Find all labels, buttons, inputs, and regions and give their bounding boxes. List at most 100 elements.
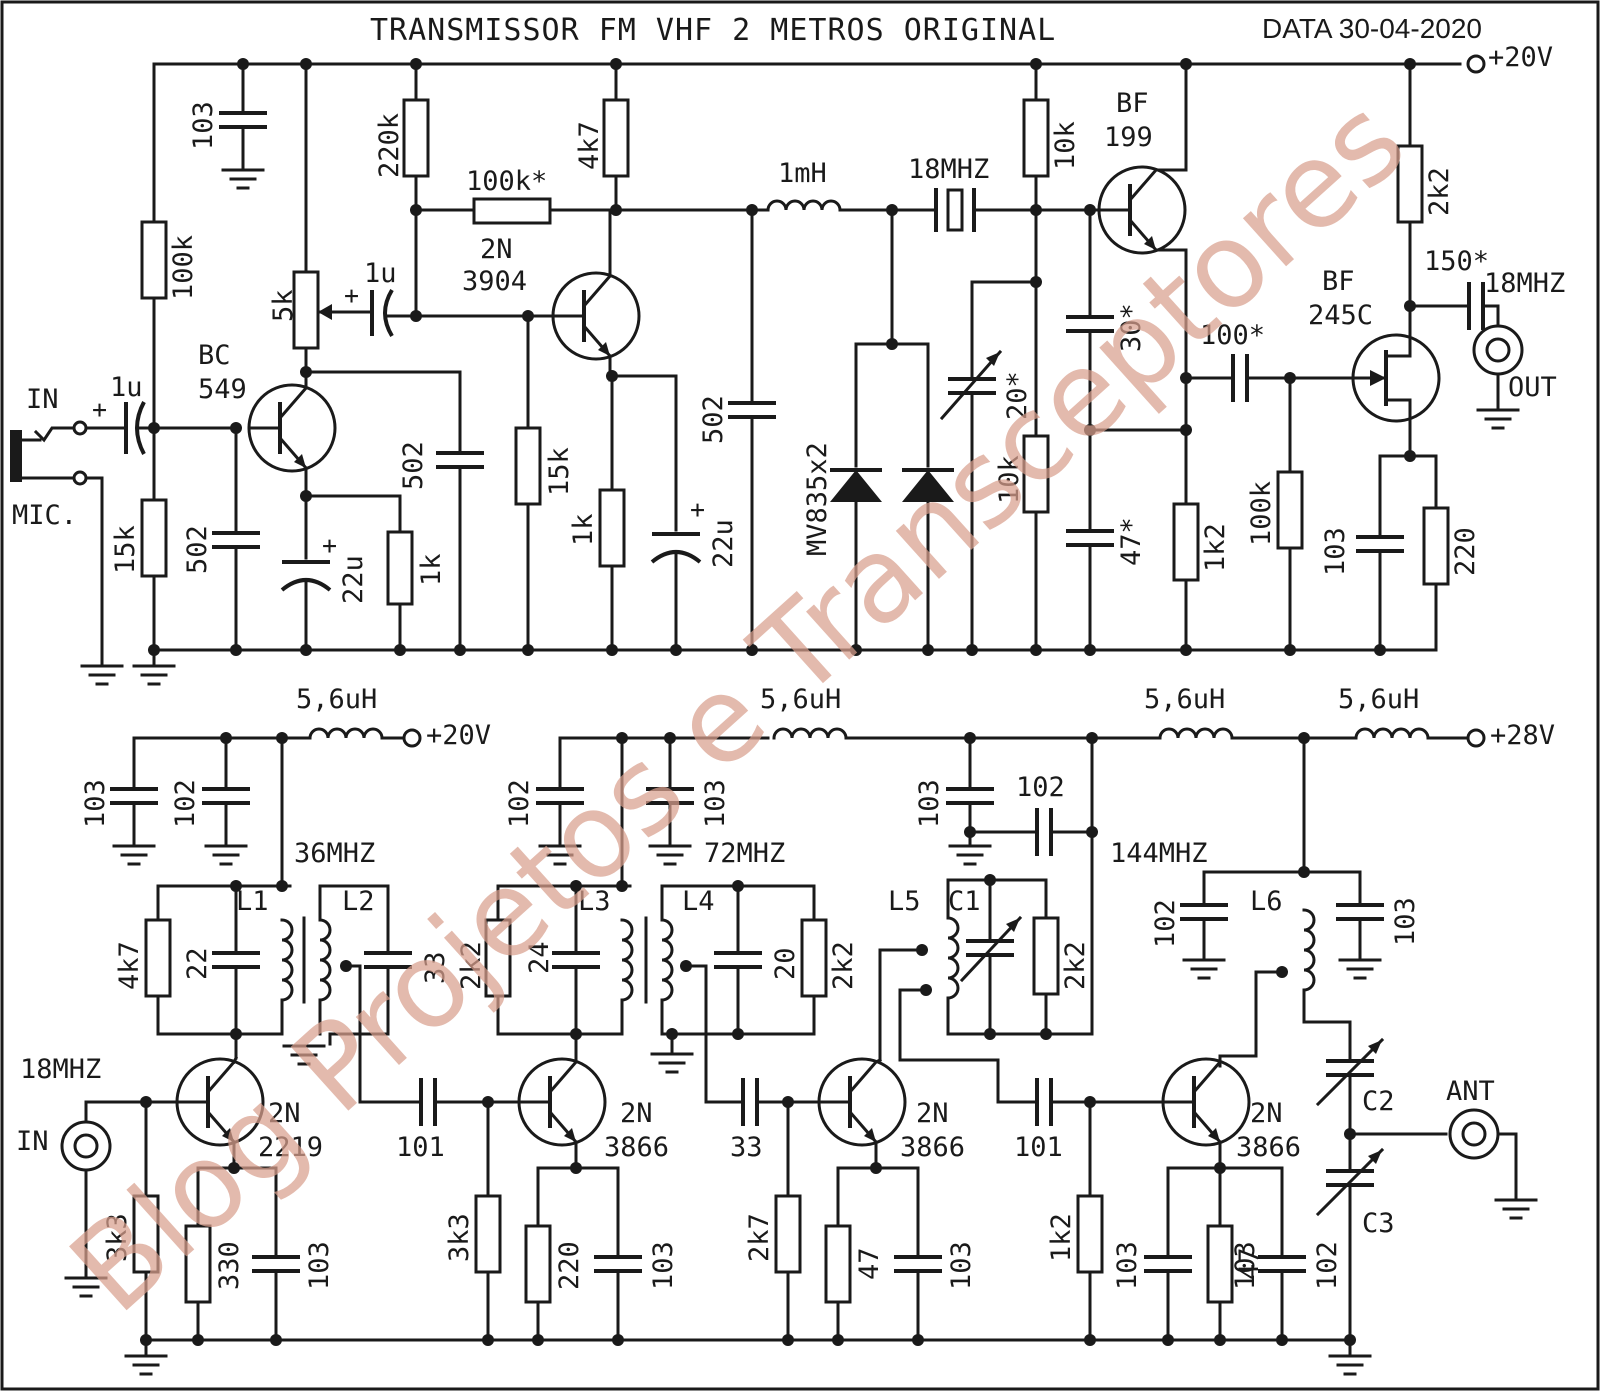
- s3-q-a-label: 2N: [916, 1098, 949, 1129]
- out-freq-label: 18MHZ: [1484, 268, 1565, 299]
- s4-l6-label: L6: [1250, 886, 1283, 917]
- s3-l5-label: L5: [888, 886, 921, 917]
- s4-c103-label: 103: [1390, 897, 1421, 946]
- s3-c1-label: C1: [948, 886, 981, 917]
- s1-q-b-label: 2219: [258, 1132, 323, 1163]
- r1k-a-label: 1k: [416, 553, 447, 586]
- s1-l1-label: L1: [236, 886, 269, 917]
- s4-c103-e2-label: 103: [1230, 1241, 1261, 1290]
- s2-r2k2-a-label: 2k2: [456, 941, 487, 990]
- s3-r2k2-label: 2k2: [1060, 941, 1091, 990]
- r10k-a-label: 10k: [1050, 121, 1081, 170]
- r15k-b-label: 15k: [544, 447, 575, 496]
- svg-text:+: +: [690, 495, 705, 524]
- s3-q-b-label: 3866: [900, 1132, 965, 1163]
- c22u-b-label: 22u: [708, 519, 739, 568]
- c103-b-label: 103: [1320, 527, 1351, 576]
- s2-r3k3-label: 3k3: [444, 1213, 475, 1262]
- s1-r4k7-label: 4k7: [114, 941, 145, 990]
- top-supply-label: +20V: [1488, 42, 1553, 73]
- c1u-b-label: 1u: [364, 258, 397, 289]
- r100k-c-label: 100k: [1246, 481, 1277, 546]
- s1-c101-label: 101: [396, 1132, 445, 1163]
- s2-q-b-label: 3866: [604, 1132, 669, 1163]
- s1-q-a-label: 2N: [268, 1098, 301, 1129]
- c502-c-label: 502: [698, 395, 729, 444]
- out-label: OUT: [1508, 372, 1557, 403]
- r15k-a-label: 15k: [110, 525, 141, 574]
- q-2n-a-label: 2N: [480, 234, 513, 265]
- s2-c24-label: 24: [524, 941, 555, 974]
- s1-c33-label: 33: [420, 951, 451, 984]
- s2-r220-label: 220: [554, 1241, 585, 1290]
- s1-c103-label: 103: [80, 779, 111, 828]
- s3-choke-label: 5,6uH: [1144, 684, 1225, 715]
- in-label: IN: [16, 1126, 49, 1157]
- s1-c102-label: 102: [170, 779, 201, 828]
- s4-c2-label: C2: [1362, 1086, 1395, 1117]
- c100star-label: 100*: [1200, 320, 1265, 351]
- s4-c102-e-label: 102: [1312, 1241, 1343, 1290]
- s1-l2-label: L2: [342, 886, 375, 917]
- s2-l3-label: L3: [578, 886, 611, 917]
- s2-choke-label: 5,6uH: [760, 684, 841, 715]
- s2-q-a-label: 2N: [620, 1098, 653, 1129]
- q-bf2-label: BF: [1322, 266, 1355, 297]
- s4-supply-label: +28V: [1490, 720, 1555, 751]
- svg-text:+: +: [322, 531, 337, 560]
- s1-c22-label: 22: [182, 947, 213, 980]
- q-bf245c-label: 245C: [1308, 300, 1373, 331]
- s4-c3-label: C3: [1362, 1208, 1395, 1239]
- s1-choke-label: 5,6uH: [296, 684, 377, 715]
- q-bf199-label: 199: [1104, 122, 1153, 153]
- s2-freq-label: 72MHZ: [704, 838, 785, 869]
- schematic-title: TRANSMISSOR FM VHF 2 METROS ORIGINAL: [370, 13, 1056, 48]
- s4-q-b-label: 3866: [1236, 1132, 1301, 1163]
- s1-c103-e-label: 103: [304, 1241, 335, 1290]
- c1u-in-label: 1u: [110, 372, 143, 403]
- s1-r3k3-label: 3k3: [102, 1213, 133, 1262]
- s1-freq-label: 36MHZ: [294, 838, 375, 869]
- mic-in-label: IN: [26, 384, 59, 415]
- pot5k-label: 5k: [268, 289, 299, 322]
- r220k-label: 220k: [374, 113, 405, 178]
- s2-c103-e-label: 103: [648, 1241, 679, 1290]
- c20star-label: 20*: [1002, 371, 1033, 420]
- r2k2-label: 2k2: [1424, 167, 1455, 216]
- s4-c103-e-label: 103: [1112, 1241, 1143, 1290]
- in-freq-label: 18MHZ: [20, 1054, 101, 1085]
- r100k-star-label: 100k*: [466, 166, 547, 197]
- s3-r47-label: 47: [854, 1247, 885, 1280]
- schematic-date: DATA 30-04-2020: [1262, 13, 1482, 44]
- s4-r1k2-label: 1k2: [1046, 1213, 1077, 1262]
- xtal-label: 18MHZ: [908, 154, 989, 185]
- c502-b-label: 502: [398, 441, 429, 490]
- r4k7-label: 4k7: [574, 121, 605, 170]
- s3-c101-label: 101: [1014, 1132, 1063, 1163]
- s3-r2k7-label: 2k7: [744, 1213, 775, 1262]
- svg-text:+: +: [92, 395, 107, 424]
- s4-q-a-label: 2N: [1250, 1098, 1283, 1129]
- c30star-label: 30*: [1116, 303, 1147, 352]
- q-bc-label: BC: [198, 340, 231, 371]
- s4-r47-label: 47: [1234, 1247, 1265, 1280]
- mic-jack-icon[interactable]: [10, 430, 22, 482]
- s4-c102-label: 102: [1150, 899, 1181, 948]
- s3-c103-e-label: 103: [946, 1241, 977, 1290]
- q-bf-label: BF: [1116, 88, 1149, 119]
- s3-c102-label: 102: [1016, 772, 1065, 803]
- c150star-label: 150*: [1424, 246, 1489, 277]
- s2-c102-label: 102: [504, 779, 535, 828]
- s2-l4-label: L4: [682, 886, 715, 917]
- s2-c33-label: 33: [730, 1132, 763, 1163]
- mic-label: MIC.: [12, 500, 77, 531]
- r1k2-label: 1k2: [1200, 523, 1231, 572]
- svg-text:+: +: [344, 281, 359, 310]
- c103-top-label: 103: [188, 101, 219, 150]
- s1-r330-label: 330: [214, 1241, 245, 1290]
- s4-choke-label: 5,6uH: [1338, 684, 1419, 715]
- bottom-circuit: +20V 5,6uH 103 102 36MHZ 4k7 22 L1 L2: [16, 684, 1555, 1376]
- s2-r2k2-b-label: 2k2: [828, 941, 859, 990]
